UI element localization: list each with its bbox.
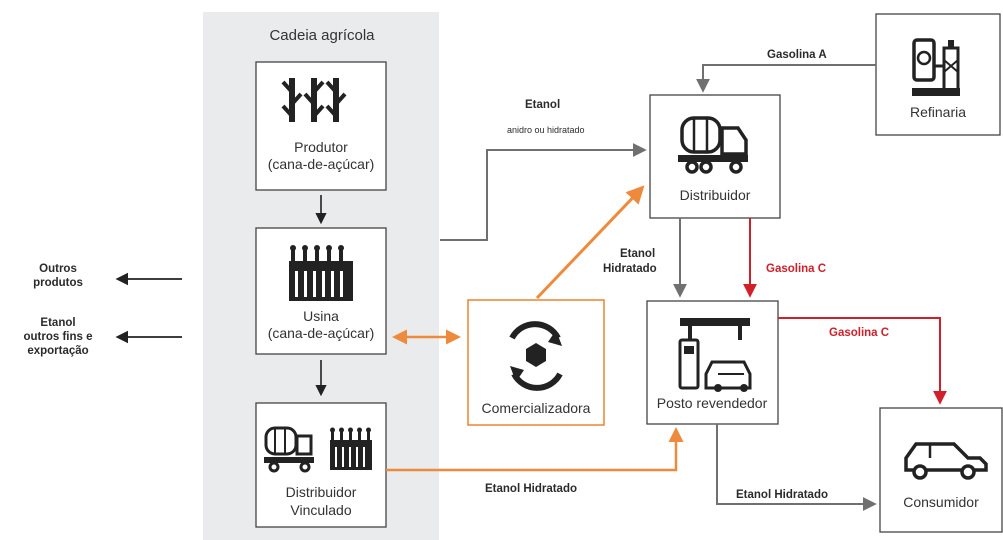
- sugarcane-icon: [281, 78, 347, 122]
- arrow-comercializadora-distribuidor: [535, 185, 645, 300]
- node-refinaria: Refinaria: [875, 13, 1001, 136]
- node-usina: Usina (cana-de-açúcar): [255, 227, 387, 355]
- side-outros-1: Outros: [39, 263, 77, 275]
- refinery-icon: [912, 38, 960, 96]
- label-etanol-hidratado-consumidor: Etanol Hidratado: [736, 489, 828, 501]
- usina-label-1: Usina: [303, 308, 339, 324]
- produtor-label-1: Produtor: [294, 139, 348, 155]
- arrow-posto-consumidor: [716, 424, 877, 511]
- node-distribuidor-vinculado: Distribuidor Vinculado: [255, 402, 387, 528]
- node-posto-revendedor: Posto revendedor: [646, 300, 779, 425]
- tanker-and-factory-icon: [264, 426, 372, 473]
- tanker-truck-icon: [678, 116, 748, 174]
- distribuidor-vinculado-label-2: Vinculado: [290, 502, 351, 518]
- node-comercializadora: Comercializadora: [467, 299, 605, 426]
- arrow-refinaria-distribuidor: [696, 64, 876, 93]
- arrow-posto-consumidor-gasolina: [778, 317, 947, 405]
- label-etanol-hidratado-vertical-1: Etanol: [620, 248, 655, 260]
- exchange-cycle-icon: [509, 321, 563, 391]
- refinaria-label: Refinaria: [910, 104, 966, 120]
- gas-station-icon: [678, 318, 752, 392]
- side-etanol-3: exportação: [27, 345, 88, 357]
- label-gasolina-a: Gasolina A: [767, 49, 827, 61]
- node-produtor: Produtor (cana-de-açúcar): [255, 61, 387, 191]
- label-etanol: Etanol: [525, 99, 560, 111]
- panel-title: Cadeia agrícola: [269, 27, 375, 44]
- node-consumidor: Consumidor: [879, 407, 1003, 533]
- label-gasolina-c-1: Gasolina C: [766, 263, 826, 275]
- side-etanol-1: Etanol: [40, 317, 75, 329]
- usina-label-2: (cana-de-açúcar): [268, 325, 375, 341]
- label-anidro-ou-hidratado: anidro ou hidratado: [507, 125, 585, 135]
- label-etanol-hidratado-bottom: Etanol Hidratado: [485, 483, 577, 495]
- posto-revendedor-label: Posto revendedor: [657, 395, 768, 411]
- arrow-usina-distribuidor: [440, 143, 647, 241]
- distribuidor-label: Distribuidor: [680, 187, 751, 203]
- car-icon: [904, 442, 988, 480]
- consumidor-label: Consumidor: [903, 494, 979, 510]
- arrow-vinculado-posto: [386, 427, 684, 472]
- side-outros-2: produtos: [33, 277, 83, 289]
- node-distribuidor: Distribuidor: [649, 94, 781, 219]
- side-etanol-2: outros fins e: [23, 331, 92, 343]
- label-etanol-hidratado-vertical-2: Hidratado: [603, 263, 657, 275]
- produtor-label-2: (cana-de-açúcar): [268, 156, 375, 172]
- factory-icon: [289, 245, 353, 301]
- label-gasolina-c-2: Gasolina C: [829, 327, 889, 339]
- distribuidor-vinculado-label-1: Distribuidor: [286, 484, 357, 500]
- comercializadora-label: Comercializadora: [482, 400, 591, 416]
